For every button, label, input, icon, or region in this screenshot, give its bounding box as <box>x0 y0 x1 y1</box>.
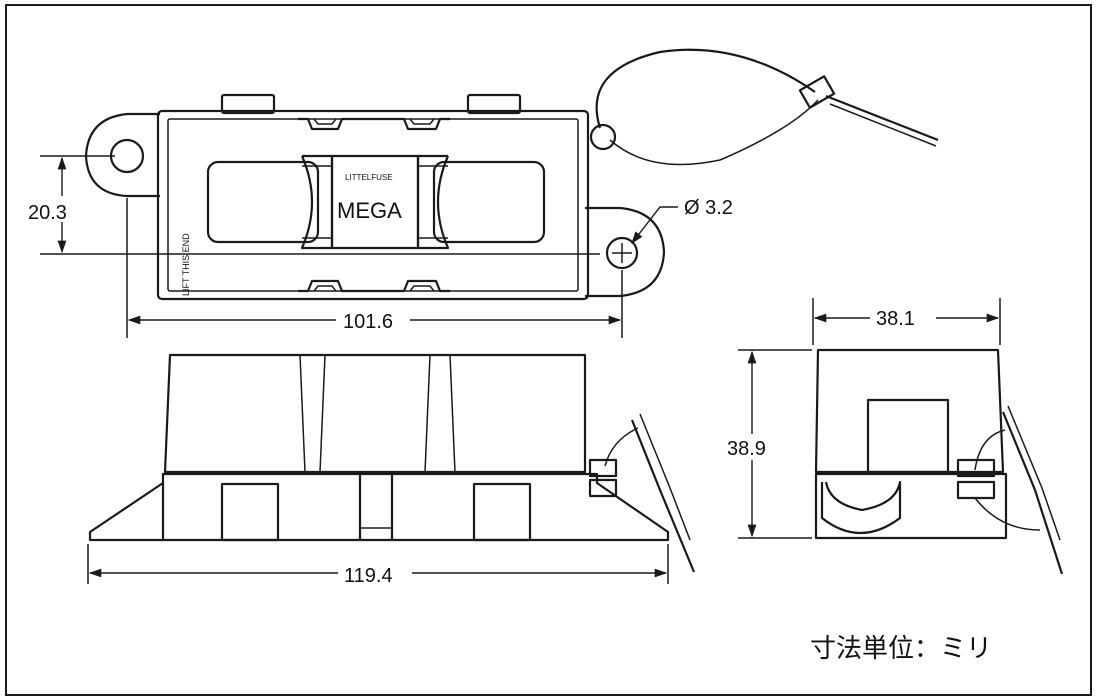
dim-38-9: 38.9 <box>727 438 766 460</box>
lift-note: LIFT THIS END <box>181 233 191 296</box>
end-base <box>814 472 1008 540</box>
dim-20-3: 20.3 <box>28 202 67 224</box>
dim-hole: Ø 3.2 <box>684 197 733 219</box>
brand-label: LITTELFUSE <box>345 173 393 182</box>
end-view: 38.1 38.9 <box>724 298 1064 575</box>
dim-119-4: 119.4 <box>344 565 393 587</box>
screw-hole <box>605 236 639 270</box>
fuse-label: MEGA <box>337 198 402 223</box>
side-view: 119.4 <box>87 353 696 587</box>
top-view: LITTELFUSE MEGA LIFT THIS END 20.3 101.6… <box>24 48 939 338</box>
drawing-frame <box>5 4 1092 696</box>
left-mount-hole <box>109 138 145 174</box>
dim-101-6: 101.6 <box>343 311 393 333</box>
dim-38-1: 38.1 <box>876 308 915 330</box>
holder-body <box>156 109 590 301</box>
tie-strap <box>595 48 816 129</box>
unit-note: 寸法単位：ミリ <box>810 633 992 663</box>
